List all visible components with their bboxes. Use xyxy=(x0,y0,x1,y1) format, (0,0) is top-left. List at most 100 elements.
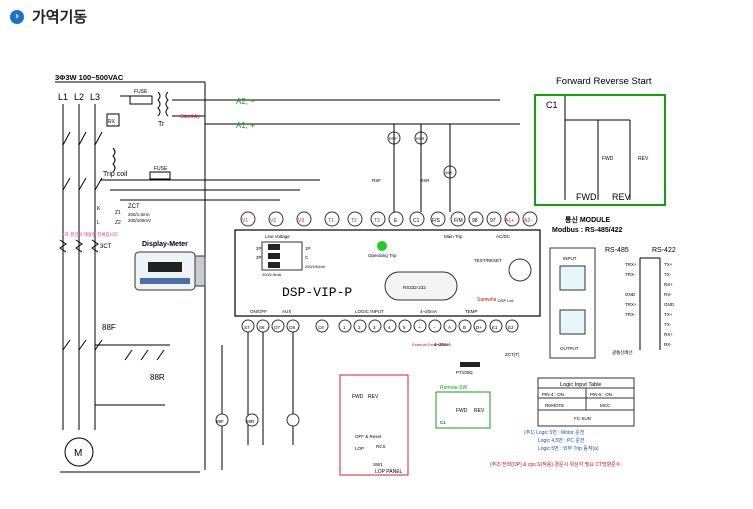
bottom-terminal[interactable]: O7 xyxy=(271,319,285,333)
svg-text:A1+: A1+ xyxy=(505,218,514,224)
logic-col2: PIN-5 : ON xyxy=(590,392,612,397)
top-terminal[interactable]: V1 xyxy=(240,211,256,227)
logic-row1b: MCC xyxy=(600,403,611,408)
lop-lop: LOP xyxy=(355,446,364,451)
bottom-terminal[interactable]: E1 xyxy=(489,319,503,333)
logic-row2: FC-SUN xyxy=(574,416,591,421)
fuse2-label: FUSE xyxy=(154,166,168,172)
module-input: INPUT xyxy=(563,256,577,261)
bottom-terminal[interactable]: E2 xyxy=(505,319,519,333)
remote-title: Remote-SW xyxy=(440,385,468,391)
top-terminal-row: V1 V2 V3 T1 T2 T3 E C1 F/S F/M 98 97 A1+… xyxy=(240,211,538,227)
rsf-tag: RSR xyxy=(420,178,430,183)
bottom-terminal[interactable]: 2 xyxy=(353,319,367,333)
remote-fwd: FWD xyxy=(456,408,468,414)
svg-text:T2: T2 xyxy=(351,218,357,224)
lop-rcs: RCS xyxy=(376,444,386,449)
coil-group: RSF RSR 49X RSF RSR xyxy=(372,124,457,212)
bottom-terminal[interactable]: S8 xyxy=(256,319,270,333)
svg-text:5: 5 xyxy=(403,325,406,330)
coil-stop-label: 49X xyxy=(445,170,452,175)
top-terminal[interactable]: T3 xyxy=(370,211,386,227)
svg-text:C8: C8 xyxy=(318,325,324,330)
svg-text:TX-: TX- xyxy=(664,272,672,277)
fr-title: Forward Reverse Start xyxy=(556,76,652,87)
logic-row1a: REMOTE xyxy=(545,403,564,408)
test-reset-button[interactable] xyxy=(508,258,532,282)
bottom-terminal[interactable]: A xyxy=(443,319,457,333)
bottom-terminal[interactable]: − xyxy=(428,319,442,333)
bottom-terminal[interactable]: O8 xyxy=(286,319,300,333)
lv-row-3p: 3P xyxy=(256,255,262,260)
top-terminal[interactable]: T2 xyxy=(347,211,363,227)
svg-text:TX+: TX+ xyxy=(664,262,673,267)
svg-text:S7: S7 xyxy=(244,325,250,330)
bottom-terminal[interactable]: 5 xyxy=(398,319,412,333)
rs232-label: RS232-232 xyxy=(403,285,426,290)
lv-row-1p: 1P xyxy=(305,246,311,251)
svg-text:RX+: RX+ xyxy=(664,332,673,337)
top-terminal[interactable]: F/S xyxy=(430,211,446,227)
svg-text:F/S: F/S xyxy=(432,218,440,224)
bottom-terminal[interactable]: D+ xyxy=(473,319,487,333)
rs422-label: RS-422 xyxy=(652,247,676,254)
top-terminal[interactable]: V2 xyxy=(268,211,284,227)
ma2-label: 4~20mA xyxy=(434,342,451,347)
bottom-terminal[interactable]: 1 xyxy=(338,319,352,333)
top-terminal[interactable]: 98 xyxy=(468,211,484,227)
operating-trip-label: Operating Trip xyxy=(368,253,397,258)
top-terminal[interactable]: A2- xyxy=(522,211,538,227)
rs485-pins: TRX+ TRX- GND TRX+ TRX- xyxy=(625,262,637,317)
bottom-terminal[interactable]: S7 xyxy=(241,319,255,333)
svg-text:+: + xyxy=(418,325,421,330)
top-terminal[interactable]: V3 xyxy=(296,211,312,227)
svg-text:TX-: TX- xyxy=(664,322,672,327)
svg-text:98: 98 xyxy=(472,218,478,224)
top-terminal[interactable]: T1 xyxy=(324,211,340,227)
svg-text:O8: O8 xyxy=(289,325,296,330)
top-terminal[interactable]: A1+ xyxy=(504,211,520,227)
coil-rsr-label: RSR xyxy=(416,136,425,141)
bottom-terminal[interactable]: C8 xyxy=(315,319,329,333)
lop-sw1: SW1 xyxy=(373,462,383,467)
svg-text:E2: E2 xyxy=(508,325,514,330)
top-terminal[interactable]: C1 xyxy=(409,211,425,227)
svg-text:D+: D+ xyxy=(476,325,482,330)
operating-led xyxy=(377,241,387,251)
svg-text:TRX+: TRX+ xyxy=(625,262,637,267)
temp-label: TEMP xyxy=(465,309,478,314)
bottom-terminal[interactable]: 3 xyxy=(368,319,382,333)
rs232-port[interactable] xyxy=(384,271,458,301)
svg-text:1: 1 xyxy=(343,325,346,330)
standby-label: Stand-by xyxy=(180,114,201,120)
lv-200-100: 200/100mV xyxy=(305,264,326,269)
zct-out-label: ZCT(T) xyxy=(505,352,520,357)
bottom-terminal[interactable]: + xyxy=(413,319,427,333)
bottom-terminal[interactable]: B xyxy=(458,319,472,333)
module-body xyxy=(549,247,596,359)
top-terminal[interactable]: F/M xyxy=(450,211,466,227)
note-2: Logic 4,5번 : PC 운전 xyxy=(538,437,585,444)
logic-table-title: Logic Input Table xyxy=(560,382,602,388)
tr-label: Tr xyxy=(158,121,165,128)
svg-text:TRX-: TRX- xyxy=(625,272,636,277)
a2-label: A2, − xyxy=(236,97,255,106)
external-fault-label: External Fault Mode xyxy=(412,342,449,347)
page-title: 가역기동 xyxy=(32,8,88,26)
power-spec: 3Φ3W 100~500VAC xyxy=(55,73,124,82)
fuse-label: FUSE xyxy=(134,89,148,95)
left-relay-88r: 88R xyxy=(246,419,255,424)
bottom-terminal[interactable]: 4 xyxy=(383,319,397,333)
top-terminal[interactable]: E xyxy=(388,211,404,227)
top-terminal[interactable]: 97 xyxy=(486,211,502,227)
samwha-label: Samwha xyxy=(477,297,497,303)
note-1: (주1) Logic 5번 : Motor 운전 xyxy=(524,429,585,436)
line-l2: L2 xyxy=(74,92,84,102)
note-3: Logic 5번 : 외부 Trip 동작(a) xyxy=(538,445,599,452)
line-l1: L1 xyxy=(58,92,68,102)
svg-text:RX+: RX+ xyxy=(664,282,673,287)
line-l3: L3 xyxy=(90,92,100,102)
svg-text:3: 3 xyxy=(373,325,376,330)
relay-body xyxy=(234,229,541,317)
